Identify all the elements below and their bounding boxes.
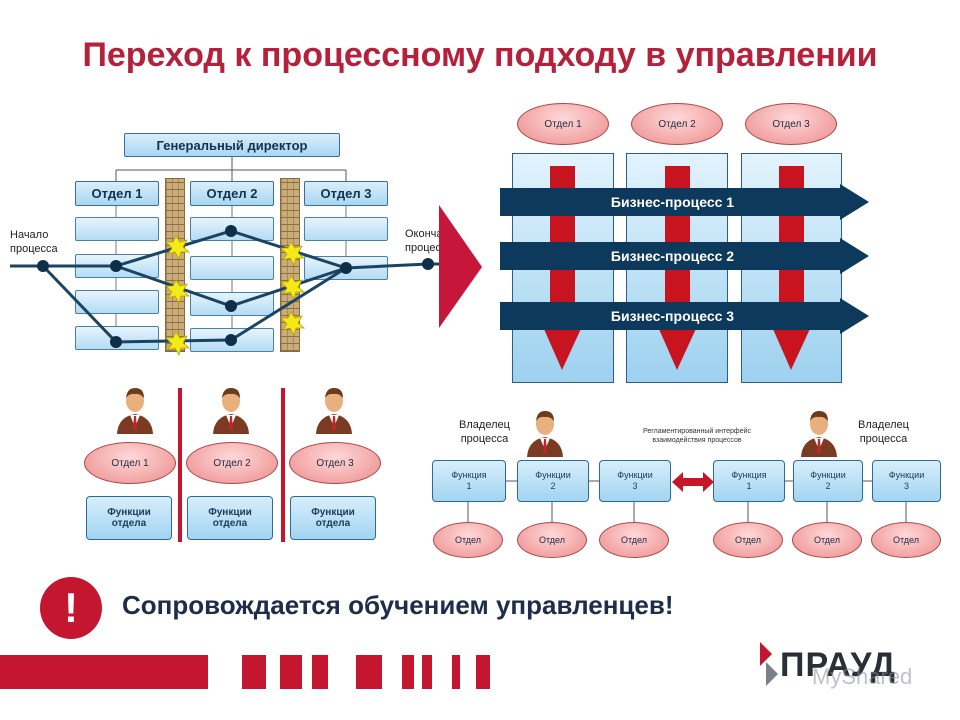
watermark-text: MyShared bbox=[812, 664, 913, 689]
dept-oval-label: Отдел 3 bbox=[772, 118, 810, 130]
interface-label: Регламентированный интерфейс взаимодейст… bbox=[642, 428, 751, 444]
dept-oval: Отдел 2 bbox=[186, 442, 278, 484]
dept-oval-label: Отдел bbox=[734, 535, 762, 545]
dept-oval-label: Отдел 1 bbox=[111, 457, 149, 469]
logo-text: ПРАУД bbox=[780, 646, 897, 684]
dept-oval-label: Отдел bbox=[454, 535, 482, 545]
training-statement: Сопровождается обучением управленцев! bbox=[122, 590, 674, 620]
subunit-cell bbox=[190, 256, 274, 280]
business-process-label: Бизнес-процесс 3 bbox=[610, 308, 735, 324]
owner-avatar-icon bbox=[801, 411, 837, 457]
dept-oval: Отдел bbox=[792, 522, 862, 558]
dept-box-1: Отдел 1 bbox=[75, 181, 159, 206]
exclamation-mark: ! bbox=[64, 584, 78, 631]
transition-arrow-icon bbox=[439, 205, 482, 328]
dept-label: Отдел 1 bbox=[91, 186, 143, 201]
department-functions-box: Функции отдела bbox=[290, 496, 376, 540]
dept-oval: Отдел bbox=[517, 522, 587, 558]
dept-box-3: Отдел 3 bbox=[304, 181, 388, 206]
separator-bar bbox=[281, 388, 285, 542]
brick-wall bbox=[165, 178, 185, 352]
department-functions-box: Функции отдела bbox=[86, 496, 172, 540]
dept-oval-label: Отдел bbox=[892, 535, 920, 545]
dept-label: Отдел 3 bbox=[320, 186, 372, 201]
dept-label: Отдел 2 bbox=[206, 186, 258, 201]
function-box: Функции 3 bbox=[599, 460, 671, 502]
exclamation-icon: ! bbox=[40, 577, 102, 639]
brick-wall bbox=[280, 178, 300, 352]
owner-label: Владелец процесса bbox=[858, 419, 909, 445]
function-box: Функции 2 bbox=[793, 460, 863, 502]
dept-box-2: Отдел 2 bbox=[190, 181, 274, 206]
dept-oval: Отдел bbox=[713, 522, 783, 558]
process-flow bbox=[10, 225, 445, 357]
owner-label: Владелец процесса bbox=[459, 419, 510, 445]
dept-oval-label: Отдел 2 bbox=[658, 118, 696, 130]
dept-oval-label: Отдел 1 bbox=[544, 118, 582, 130]
dept-oval-label: Отдел 3 bbox=[316, 457, 354, 469]
dept-oval: Отдел 1 bbox=[517, 103, 609, 145]
manager-avatar-icon bbox=[213, 388, 249, 434]
dept-oval: Отдел bbox=[599, 522, 669, 558]
function-box: Функции 2 bbox=[517, 460, 589, 502]
logo-mark-icon bbox=[760, 642, 778, 686]
owner-connectors bbox=[467, 480, 907, 524]
dept-oval: Отдел 2 bbox=[631, 103, 723, 145]
dept-oval-label: Отдел bbox=[538, 535, 566, 545]
page-title: Переход к процессному подходу в управлен… bbox=[82, 36, 878, 74]
decorative-stripe-bar bbox=[0, 655, 500, 689]
manager-avatar-icon bbox=[117, 388, 153, 434]
process-arrows bbox=[500, 166, 869, 370]
dept-oval: Отдел bbox=[433, 522, 503, 558]
subunit-cell bbox=[75, 217, 159, 241]
dept-oval-label: Отдел bbox=[813, 535, 841, 545]
dept-oval: Отдел 3 bbox=[289, 442, 381, 484]
dept-oval: Отдел 3 bbox=[745, 103, 837, 145]
bidirectional-arrow-icon bbox=[672, 472, 714, 492]
process-end-label: Окончание процесса bbox=[405, 228, 441, 254]
owner-avatar-icon bbox=[527, 411, 563, 457]
process-start-label: Начало процесса bbox=[10, 229, 58, 255]
ceo-label: Генеральный директор bbox=[156, 137, 308, 153]
ceo-box: Генеральный директор bbox=[124, 133, 340, 157]
subunit-cell bbox=[75, 290, 159, 314]
business-process-label: Бизнес-процесс 1 bbox=[610, 194, 735, 210]
praud-logo: ПРАУД MyShared bbox=[752, 640, 932, 690]
dept-oval: Отдел bbox=[871, 522, 941, 558]
dept-oval-label: Отдел bbox=[620, 535, 648, 545]
department-functions-box: Функции отдела bbox=[187, 496, 273, 540]
separator-bar bbox=[178, 388, 182, 542]
function-box: Функция 1 bbox=[713, 460, 785, 502]
dept-oval-label: Отдел 2 bbox=[213, 457, 251, 469]
function-box: Функция 1 bbox=[432, 460, 506, 502]
function-box: Функции 3 bbox=[872, 460, 941, 502]
manager-avatar-icon bbox=[316, 388, 352, 434]
business-process-label: Бизнес-процесс 2 bbox=[610, 248, 735, 264]
subunit-cell bbox=[304, 217, 388, 241]
dept-oval: Отдел 1 bbox=[84, 442, 176, 484]
